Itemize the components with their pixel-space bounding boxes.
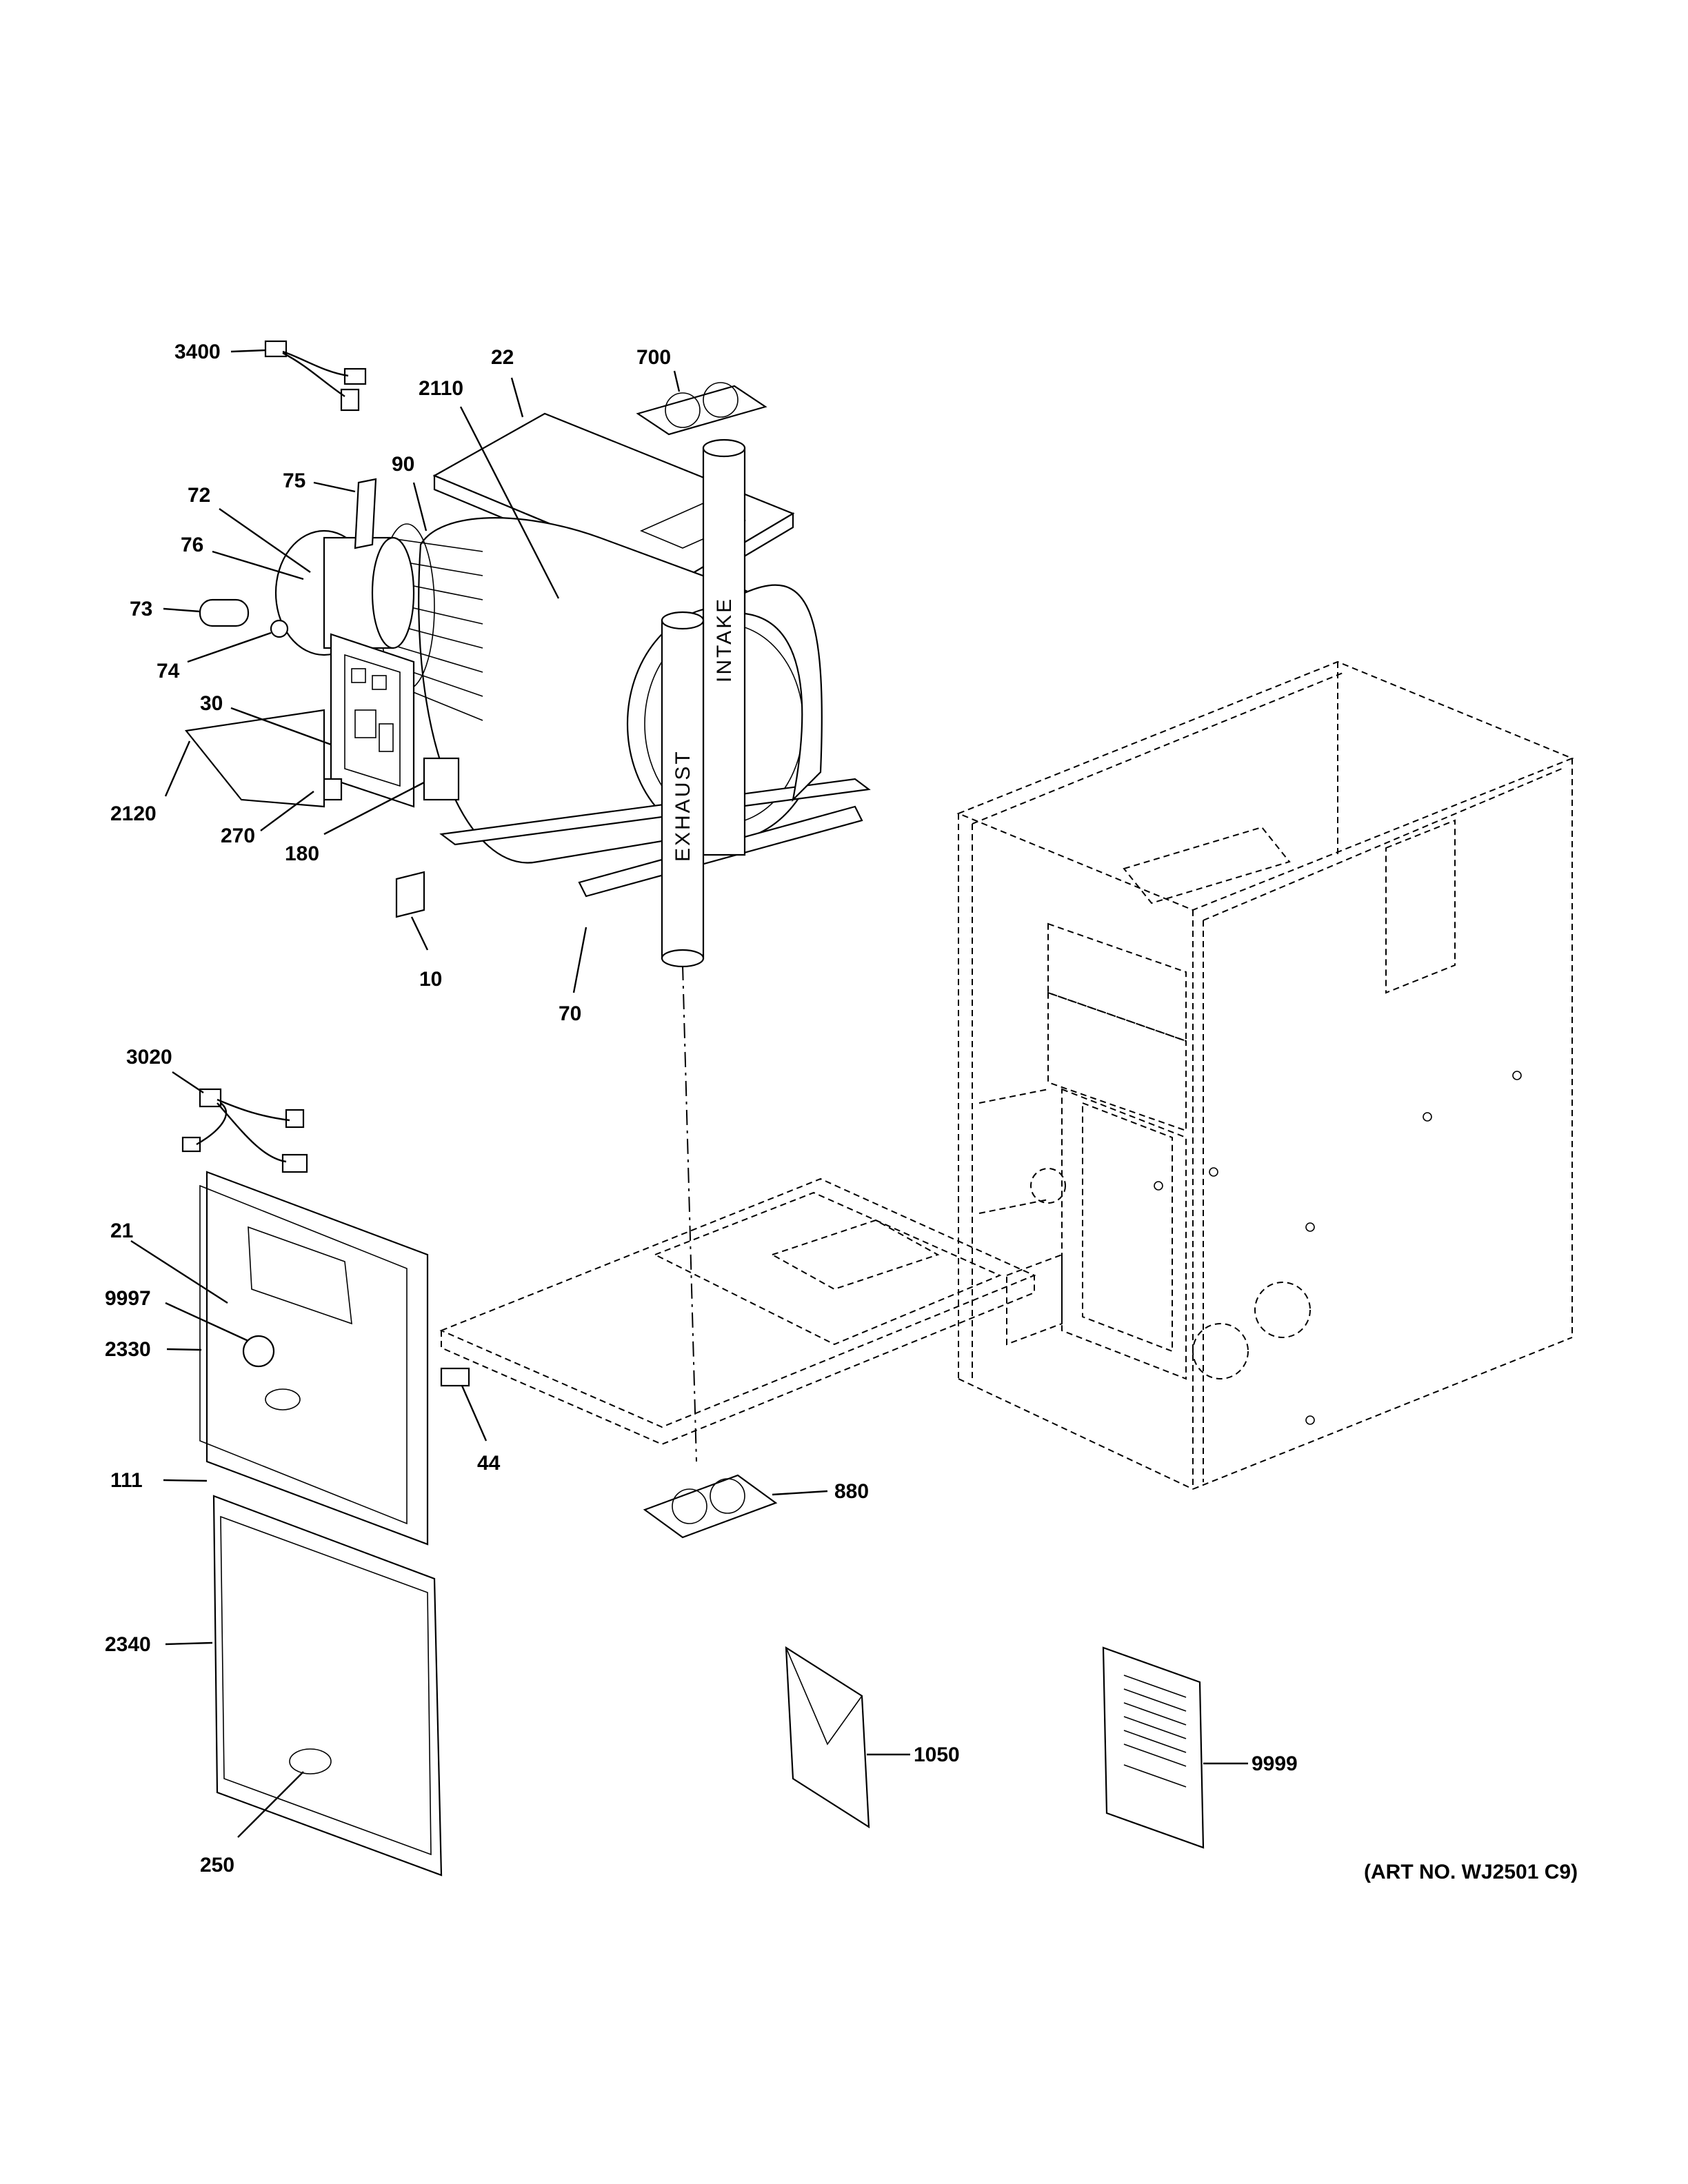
callout-72: 72: [188, 484, 210, 507]
capacitor-clip: [270, 619, 289, 638]
callout-270: 270: [221, 825, 255, 847]
callout-880: 880: [834, 1480, 869, 1503]
owners-manual: [1102, 1646, 1205, 1849]
exhaust-pipe: EXHAUST: [661, 611, 705, 968]
callout-3400: 3400: [174, 341, 221, 363]
callout-9999: 9999: [1252, 1752, 1298, 1775]
callout-76: 76: [181, 534, 203, 556]
capacitor: [199, 598, 250, 627]
callout-10: 10: [419, 968, 442, 991]
callout-70: 70: [559, 1002, 581, 1025]
wire-harness-3020: [181, 1088, 308, 1173]
vent-plate-top: [636, 382, 767, 436]
upper-door: [199, 1171, 429, 1546]
callout-74: 74: [157, 660, 180, 682]
brand-logo: [242, 1335, 275, 1368]
transformer: [423, 757, 460, 801]
control-bracket: [184, 709, 325, 808]
callout-21: 21: [110, 1220, 133, 1242]
callout-700: 700: [636, 346, 671, 369]
callout-73: 73: [130, 598, 152, 620]
wire-harness-3400: [264, 340, 367, 412]
intake-pipe: INTAKE: [702, 438, 746, 856]
literature-envelope: [785, 1646, 870, 1829]
art-number: (ART NO. WJ2501 C9): [1364, 1861, 1578, 1883]
callout-2330: 2330: [105, 1338, 151, 1361]
vent-plate-bottom: [643, 1474, 778, 1539]
intake-label: INTAKE: [713, 597, 736, 682]
callout-3020: 3020: [126, 1046, 172, 1069]
door-clip: [440, 1367, 470, 1387]
callout-labels: 3400 22 700 2110 75 90 72 76 73 74 30 21…: [105, 341, 1298, 1877]
door-label-window: [289, 1748, 332, 1775]
callout-22: 22: [491, 346, 514, 369]
callout-1050: 1050: [914, 1743, 960, 1766]
base-pan: [439, 1177, 1063, 1446]
callout-2110: 2110: [419, 377, 463, 400]
exhaust-label: EXHAUST: [672, 749, 694, 862]
callout-44: 44: [477, 1452, 501, 1475]
control-board: [330, 633, 415, 808]
callout-250: 250: [200, 1854, 234, 1877]
callout-9997: 9997: [105, 1287, 151, 1310]
vent-centerline: [682, 964, 697, 1462]
limit-switch: [395, 871, 425, 918]
furnace-cabinet: [956, 660, 1574, 1490]
callout-111: 111: [110, 1469, 143, 1492]
callout-180: 180: [285, 842, 319, 865]
callout-90: 90: [392, 453, 414, 476]
callout-2120: 2120: [110, 802, 157, 825]
callout-75: 75: [283, 469, 305, 492]
lower-door: [212, 1495, 443, 1877]
motor-strap: [354, 478, 377, 549]
callout-30: 30: [200, 692, 223, 715]
leader-lines: [130, 349, 1248, 1838]
callout-2340: 2340: [105, 1633, 151, 1656]
